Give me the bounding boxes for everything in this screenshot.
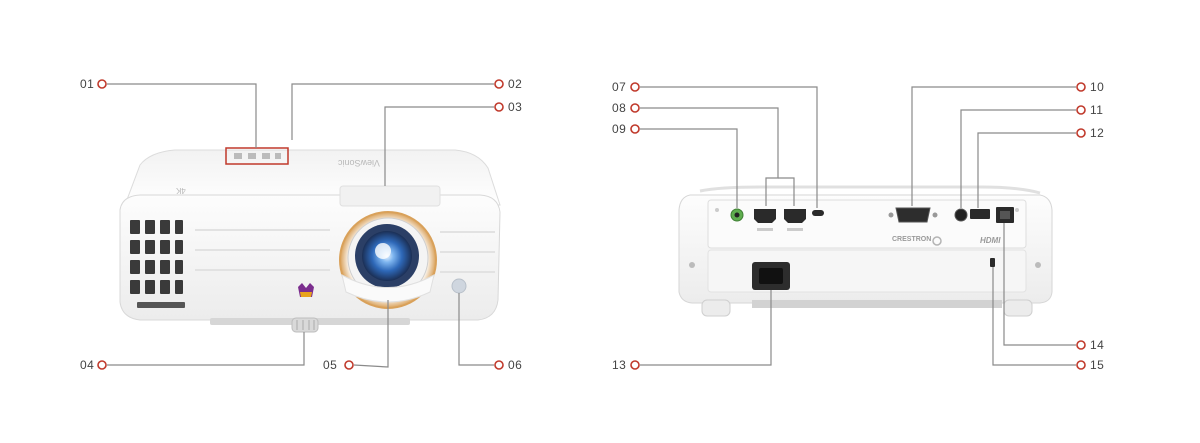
callout-label-12: 12 [1090, 126, 1105, 140]
screw [689, 262, 695, 268]
rear-foot-left [701, 299, 731, 317]
lens-top-window [339, 185, 441, 207]
kensington-slot [990, 258, 995, 267]
callout-label-08: 08 [612, 101, 627, 115]
control-key [275, 153, 281, 159]
callout-label-04: 04 [80, 358, 95, 372]
screw [1035, 262, 1041, 268]
callout-label-05: 05 [323, 358, 338, 372]
callout-lines [107, 83, 1076, 368]
badge-4k-text: 4K [176, 186, 186, 195]
front-ribs [195, 229, 495, 273]
hdmi-logo-text: HDMI [980, 236, 1001, 245]
viewsonic-bird-logo [298, 283, 314, 297]
callout-dots [97, 79, 1086, 370]
usb-power-port [970, 209, 990, 219]
audio-in-jack [954, 208, 968, 222]
ir-receiver-dot [451, 278, 467, 294]
callout-label-09: 09 [612, 122, 627, 136]
callout-label-11: 11 [1090, 103, 1104, 117]
callout-label-06: 06 [508, 358, 523, 372]
screw [715, 208, 719, 212]
crestron-swirl-icon [932, 236, 942, 246]
control-panel-box [225, 147, 289, 165]
callout-label-01: 01 [80, 77, 95, 91]
callout-label-14: 14 [1090, 338, 1105, 352]
callout-label-10: 10 [1090, 80, 1105, 94]
front-adjust-foot [291, 317, 319, 333]
hdmi-port-1 [754, 209, 776, 223]
control-key [262, 153, 270, 159]
front-lens [339, 211, 437, 309]
front-body [119, 194, 501, 321]
crestron-text: CRESTRON [892, 236, 932, 243]
callout-label-13: 13 [612, 358, 627, 372]
control-key [248, 153, 256, 159]
callout-label-02: 02 [508, 77, 523, 91]
control-key [234, 153, 242, 159]
callout-label-15: 15 [1090, 358, 1105, 372]
hdmi-port-2 [784, 209, 806, 223]
rs232-port [895, 207, 931, 223]
rear-foot-right [1003, 299, 1033, 317]
front-projector [119, 147, 501, 333]
callout-label-03: 03 [508, 100, 523, 114]
usb-c-port [812, 210, 824, 216]
screw [1015, 208, 1019, 212]
rear-projector [678, 185, 1053, 317]
rear-base [752, 300, 1002, 308]
brand-text: ViewSonic [338, 158, 380, 168]
callout-label-07: 07 [612, 80, 627, 94]
front-vent-grille [130, 220, 185, 308]
